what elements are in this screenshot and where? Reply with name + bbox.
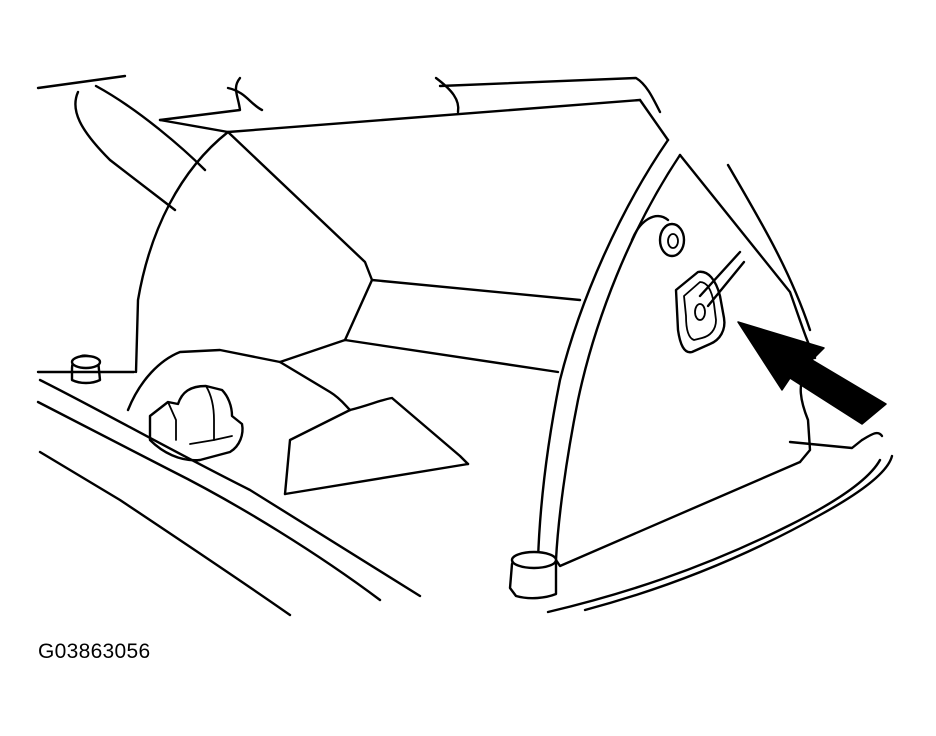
figure-code-label: G03863056 <box>38 640 151 663</box>
dashboard-upper-edge <box>36 74 207 212</box>
right-bumper-foot <box>508 550 558 600</box>
glove-box-floor-divider <box>126 338 470 496</box>
door-frame-lower <box>36 370 894 617</box>
damper-mount-bracket <box>674 250 746 354</box>
glove-box-left-side <box>134 130 582 374</box>
latch-catch <box>148 384 244 462</box>
glove-box-rear-wall <box>158 76 670 142</box>
glove-box-right-wall <box>536 138 864 568</box>
left-bumper-post <box>70 354 102 385</box>
pointer-arrow-icon <box>737 321 887 425</box>
bumper-stop-right-wall <box>630 214 686 258</box>
